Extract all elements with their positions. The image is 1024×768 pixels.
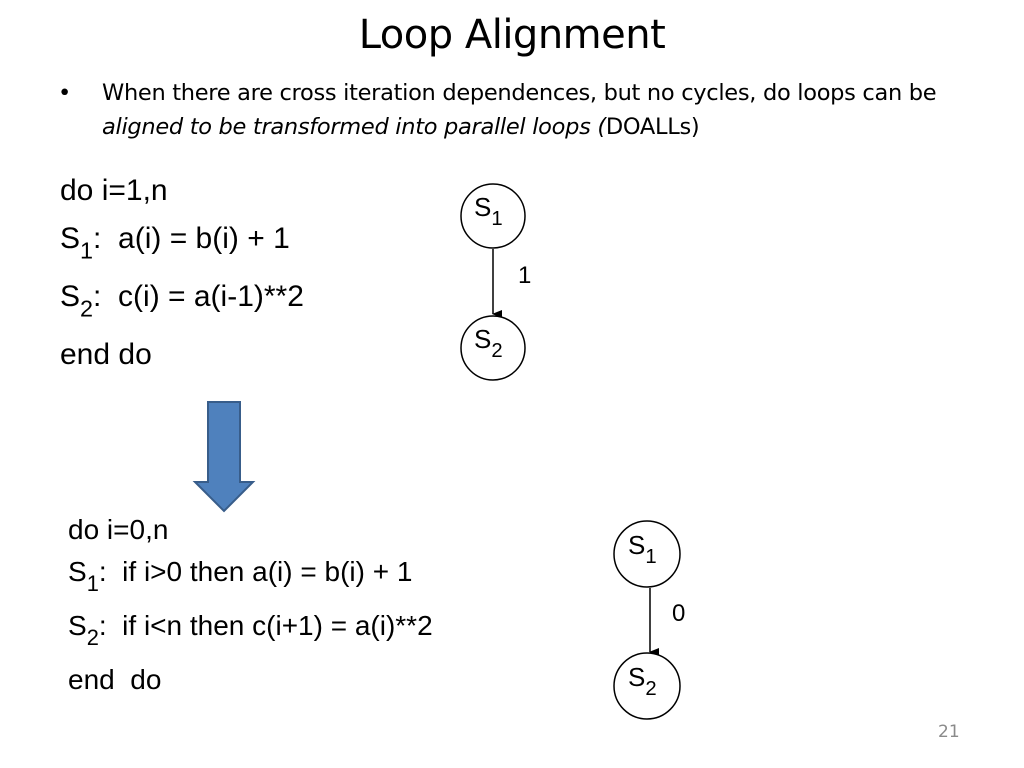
bullet-text-italic: aligned to be transformed into parallel … [102,114,606,140]
graph-aligned-node-s1-label: S1 [628,532,657,567]
node-label: S [474,324,492,354]
graph-aligned-node-s2-label: S2 [628,664,657,699]
graph-original-node-s1 [460,183,526,249]
original-loop-code: do i=1,n S1: a(i) = b(i) + 1 S2: c(i) = … [60,176,304,398]
node-subscript: 1 [491,208,503,231]
code-line-s1: S1: if i>0 then a(i) = b(i) + 1 [68,558,433,612]
graph-aligned-edge-label: 0 [672,600,686,627]
node-subscript: 1 [645,546,657,569]
statement-subscript: 1 [86,570,99,596]
graph-aligned-node-s2 [613,652,681,720]
statement-text: : if i>0 then a(i) = b(i) + 1 [98,556,413,587]
code-line-s2: S2: if i<n then c(i+1) = a(i)**2 [68,612,433,666]
statement-text: : if i<n then c(i+1) = a(i)**2 [98,610,433,641]
down-arrow-icon [192,401,256,513]
graph-original-node-s2-label: S2 [474,326,503,361]
graph-original-node-s1-label: S1 [474,194,503,229]
code-line-s1: S1: a(i) = b(i) + 1 [60,224,304,282]
node-label: S [628,530,646,560]
slide-title: Loop Alignment [358,12,666,58]
page-number: 21 [938,722,960,742]
bullet-point: • When there are cross iteration depende… [58,76,968,144]
aligned-loop-code: do i=0,n S1: if i>0 then a(i) = b(i) + 1… [68,516,433,720]
node-subscript: 2 [645,678,657,701]
statement-subscript: 1 [80,237,94,264]
bullet-marker: • [58,80,71,106]
statement-subscript: 2 [80,295,94,322]
code-line-header: do i=1,n [60,174,168,207]
node-label: S [474,192,492,222]
statement-label: S [60,222,81,255]
node-label: S [628,662,646,692]
statement-label: S [68,610,87,641]
statement-label: S [68,556,87,587]
graph-original-edge-label: 1 [518,262,532,289]
code-line-footer: end do [68,664,162,695]
code-line-header: do i=0,n [68,514,169,545]
node-subscript: 2 [491,340,503,363]
graph-aligned-node-s1 [613,520,681,588]
statement-label: S [60,280,81,313]
statement-text: : a(i) = b(i) + 1 [93,222,290,255]
statement-text: : c(i) = a(i-1)**2 [93,280,304,313]
statement-subscript: 2 [86,624,99,650]
bullet-text-plain-1: When there are cross iteration dependenc… [102,80,937,106]
code-line-s2: S2: c(i) = a(i-1)**2 [60,282,304,340]
graph-original-node-s2 [460,315,526,381]
code-line-footer: end do [60,338,152,371]
bullet-text: When there are cross iteration dependenc… [102,76,968,144]
bullet-text-plain-2: DOALLs) [605,114,700,140]
